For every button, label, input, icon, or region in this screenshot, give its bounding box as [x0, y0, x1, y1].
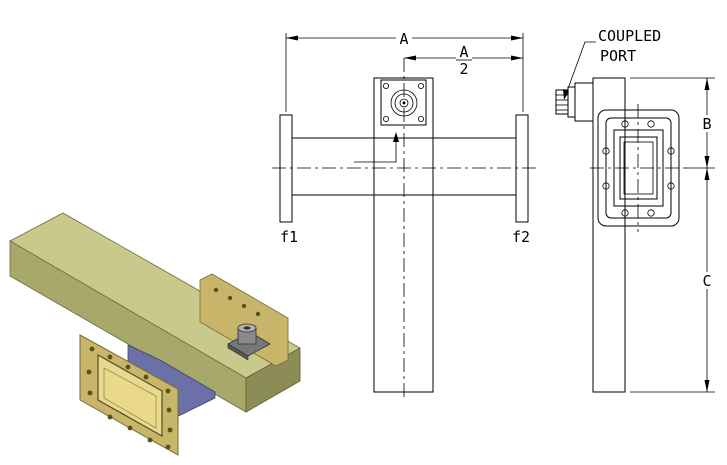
dimension-a: A — [285, 30, 524, 112]
flange-f1-outline — [279, 114, 293, 223]
flange-f2-outline — [515, 114, 529, 223]
front-view — [272, 58, 540, 398]
dim-a-label: A — [399, 30, 408, 48]
isometric-view — [9, 212, 301, 456]
dim-b-label: B — [702, 115, 711, 133]
flange-f1-opening-inner — [103, 367, 157, 429]
port-f1-label: f1 — [280, 228, 298, 246]
dim-c-label: C — [702, 272, 711, 290]
side-flange-bolts — [602, 120, 675, 217]
coupled-port-square — [380, 79, 427, 126]
coupled-port-label-line2: PORT — [600, 47, 636, 65]
coupled-port-connector — [227, 323, 271, 361]
coupler-arm-outline — [373, 77, 434, 393]
dimension-a-half: A 2 — [404, 43, 523, 78]
dimension-b-c: B C — [630, 77, 715, 393]
flange-f2-bolts — [213, 287, 261, 317]
side-arm-outline — [592, 77, 626, 393]
dim-a-half-denominator: 2 — [459, 60, 468, 78]
flange-f1-bolts — [86, 346, 173, 450]
side-view — [555, 41, 690, 393]
port-f2-label: f2 — [512, 228, 530, 246]
coupled-port-label-line1: COUPLED — [598, 27, 661, 45]
dim-a-half-numerator: A — [459, 43, 468, 61]
